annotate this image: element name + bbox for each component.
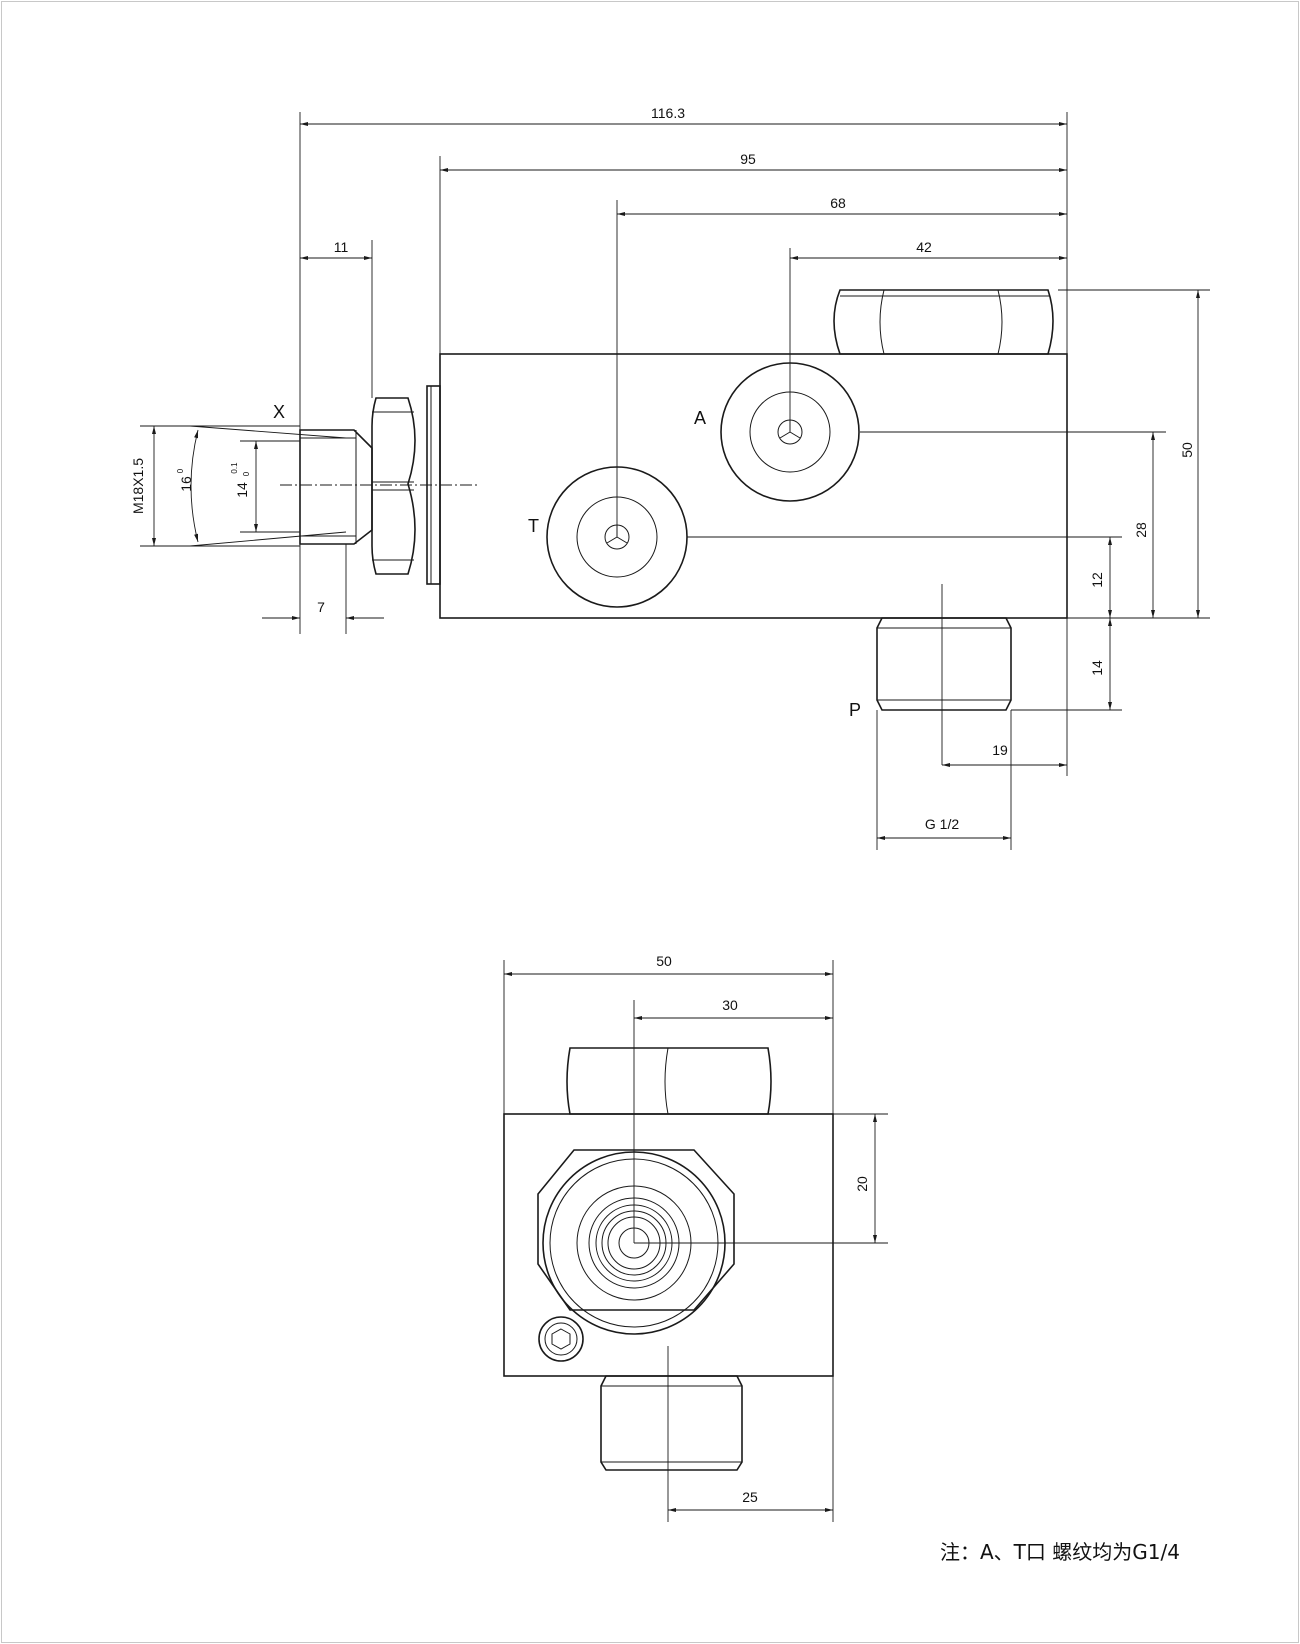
port-label-t: T	[528, 516, 539, 536]
end-view-hex-nut	[537, 1149, 735, 1335]
dim-pilot-tip-length: 7	[317, 599, 325, 615]
side-view: X A T P 116.3 95 68 42 11 7 M18X1.5 16 0…	[130, 105, 1210, 850]
dim-port-a-position: 42	[916, 239, 932, 255]
end-view-top-cap	[566, 1047, 772, 1115]
valve-body	[439, 353, 1068, 619]
dim-end-p-offset: 25	[742, 1489, 758, 1505]
dim-pilot-bore-tol-upper: 0.1	[230, 462, 239, 474]
dim-end-center-offset: 30	[722, 997, 738, 1013]
dim-pilot-thread: M18X1.5	[130, 458, 146, 514]
dim-pilot-bore-tol-lower: 0	[242, 471, 251, 476]
end-view-bottom-fitting	[600, 1375, 743, 1471]
port-label-p: P	[849, 700, 861, 720]
dim-overall-length: 116.3	[651, 105, 685, 121]
end-view: 50 30 20 25	[503, 953, 888, 1522]
end-view-socket-plug	[538, 1316, 584, 1362]
port-label-x: X	[273, 402, 285, 422]
dim-body-to-end: 95	[740, 151, 756, 167]
extension-lines	[140, 112, 1210, 850]
dim-end-center-height: 20	[854, 1176, 870, 1192]
dim-pilot-bore: 14	[234, 482, 250, 498]
dim-end-width: 50	[656, 953, 672, 969]
dim-port-a-height: 28	[1133, 522, 1149, 538]
end-view-body	[503, 1113, 834, 1377]
dimension-lines	[152, 122, 1200, 840]
dim-p-fitting-height: 14	[1089, 660, 1105, 676]
port-label-a: A	[694, 408, 706, 428]
dim-body-height: 50	[1179, 442, 1195, 458]
dim-pilot-thread-length: 11	[334, 239, 349, 255]
dim-cone-angle-unit: 0	[176, 468, 185, 473]
drawing-note: 注：A、T口 螺纹均为G1/4	[940, 1540, 1180, 1564]
top-hex-cap	[833, 289, 1054, 355]
dim-cone-angle: 16	[178, 476, 194, 492]
dim-port-t-height: 12	[1089, 572, 1105, 588]
p-fitting	[876, 617, 1012, 711]
dim-p-fitting-offset: 19	[992, 742, 1008, 758]
dim-p-thread: G 1/2	[925, 816, 959, 832]
dim-port-t-position: 68	[830, 195, 846, 211]
